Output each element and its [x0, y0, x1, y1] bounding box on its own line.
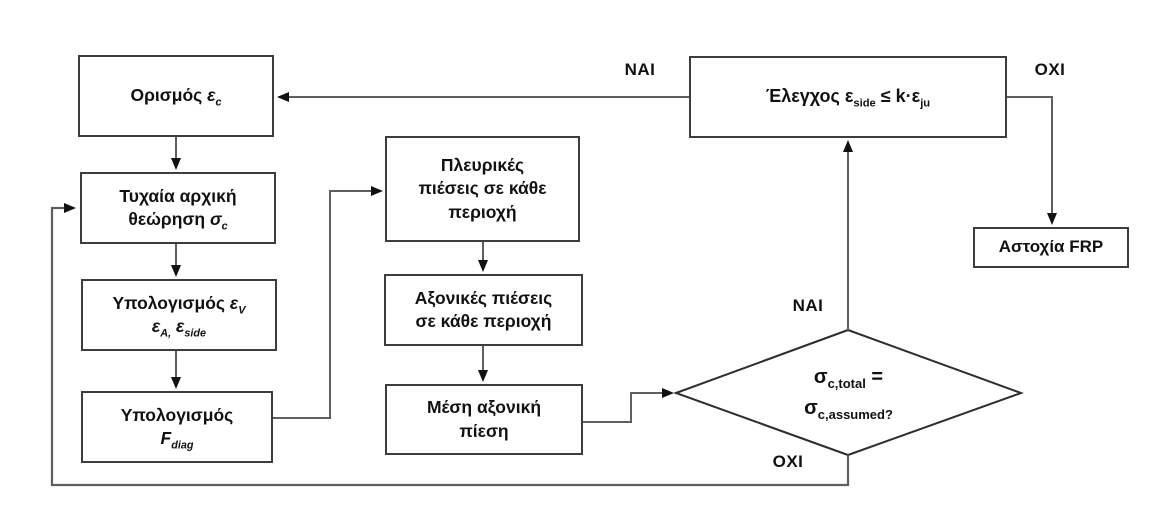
- branch-label-nai-top: ΝΑΙ: [624, 60, 656, 79]
- arrow-fdiag-to-lateral: [273, 186, 383, 419]
- branch-label-nai-mid: ΝΑΙ: [792, 296, 824, 315]
- arrow-decision-feedback-loop: [50, 203, 850, 487]
- node-define-ec: Ορισμός εc: [78, 55, 274, 137]
- node-decision-sigma: σc,total =σc,assumed?: [804, 366, 893, 422]
- arrow-check-to-failure: [1007, 96, 1057, 225]
- node-frp-failure: Αστοχία FRP: [973, 227, 1129, 268]
- branch-label-oxi-bottom: ΟΧΙ: [772, 452, 804, 471]
- arrow-mean-to-decision: [583, 388, 674, 423]
- node-check-eside: Έλεγχος εside ≤ k·εju: [689, 56, 1007, 138]
- decision-diamond: [673, 328, 1024, 457]
- branch-label-oxi-top: ΟΧΙ: [1034, 60, 1066, 79]
